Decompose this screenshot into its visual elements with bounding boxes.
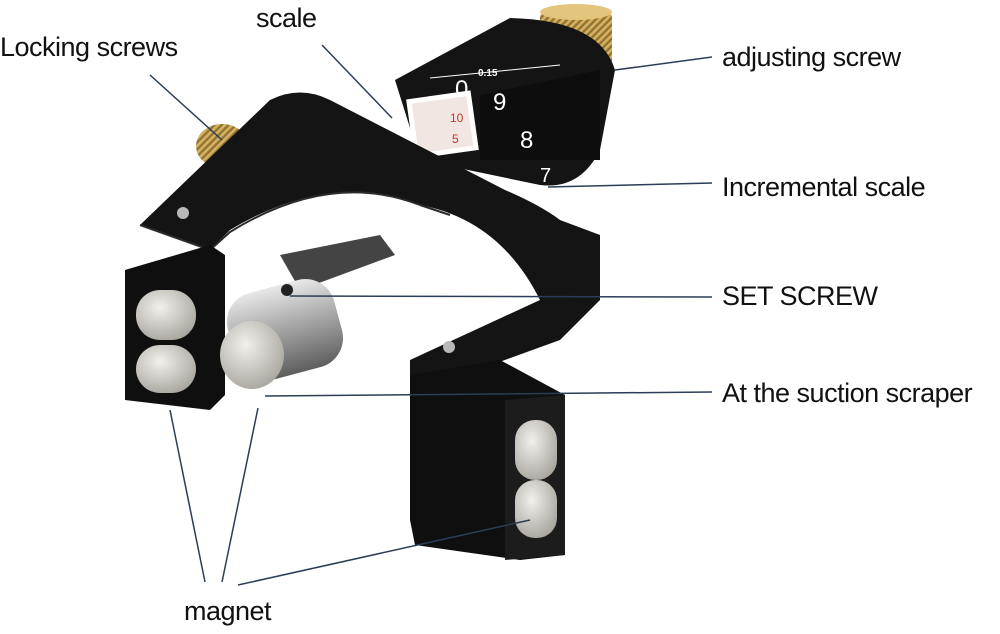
leader-lines: [149, 44, 713, 586]
set-screw-assembly: [220, 235, 395, 389]
dial-barrel: 0.15 0 9 8 7 10 5: [395, 18, 615, 187]
leader-incremental-scale: [547, 182, 713, 188]
dial-digit-9: 9: [493, 89, 506, 116]
set-screw-magnet-face: [220, 321, 284, 389]
right-foot: [410, 360, 565, 560]
main-body: [139, 92, 600, 380]
set-screw-hole: [281, 284, 293, 296]
label-set-screw: SET SCREW: [722, 281, 878, 311]
label-scale: scale: [256, 3, 317, 33]
leader-magnet-2: [221, 407, 259, 583]
leader-magnet-1: [169, 409, 206, 583]
magnet-right-top: [515, 420, 557, 480]
dial-digit-7: 7: [540, 165, 551, 187]
leader-magnet-3: [237, 519, 531, 586]
left-foot: [125, 245, 225, 410]
leader-set-screw: [289, 295, 713, 298]
dial-digit-0: 0: [455, 76, 468, 103]
dial-top-mark: 0.15: [478, 68, 498, 79]
ruler-window: [411, 96, 474, 154]
label-adjusting-screw: adjusting screw: [722, 42, 901, 72]
leader-adjusting-screw: [614, 56, 713, 71]
label-magnet: magnet: [184, 596, 272, 626]
leader-locking-screws: [149, 74, 223, 141]
leader-scale: [321, 44, 393, 119]
dial-digit-8: 8: [520, 127, 533, 154]
label-incremental-scale: Incremental scale: [722, 172, 926, 202]
magnet-left-top: [136, 290, 196, 340]
leader-suction-scraper: [264, 391, 713, 397]
magnet-left-bottom: [136, 345, 196, 393]
magnet-right-bottom: [515, 480, 557, 538]
label-suction-scraper: At the suction scraper: [722, 378, 973, 408]
ruler-number-5: 5: [452, 132, 459, 146]
ruler-number-10: 10: [450, 111, 464, 125]
label-locking-screws: Locking screws: [0, 32, 178, 62]
